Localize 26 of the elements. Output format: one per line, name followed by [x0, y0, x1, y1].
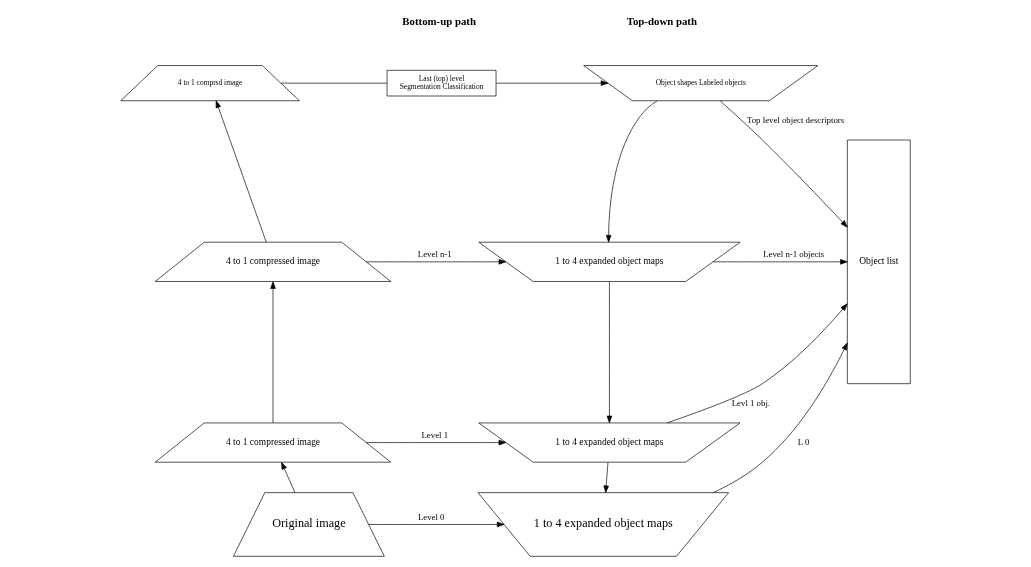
edge-label: Top level object descriptors [746, 114, 845, 125]
edge-label: L 0 [797, 436, 810, 447]
arrow [666, 303, 848, 424]
arrow [606, 281, 613, 424]
edge-label: Levl 1 obj. [731, 397, 771, 408]
arrow [495, 80, 609, 86]
arrow [270, 281, 276, 424]
arrow [366, 259, 507, 265]
edge-label: Level 0 [417, 512, 445, 522]
arrow [603, 462, 609, 493]
node-box: Last (top) level Segmentation Classification [386, 69, 497, 97]
label: Bottom-up path [402, 14, 477, 27]
edge-label: Level n-1 objects [763, 249, 825, 260]
connector [280, 82, 388, 84]
arrow [281, 462, 296, 493]
arrow [712, 342, 848, 493]
arrow [712, 259, 848, 265]
arrow [605, 100, 658, 243]
edge-label: Level n-1 [417, 249, 452, 260]
label: Top-down path [626, 14, 698, 27]
arrow [366, 439, 507, 446]
node-box: Object list [847, 139, 911, 384]
arrow [368, 521, 505, 528]
edge-label: Level 1 [421, 430, 449, 441]
arrow [719, 100, 848, 228]
arrow [215, 100, 267, 243]
